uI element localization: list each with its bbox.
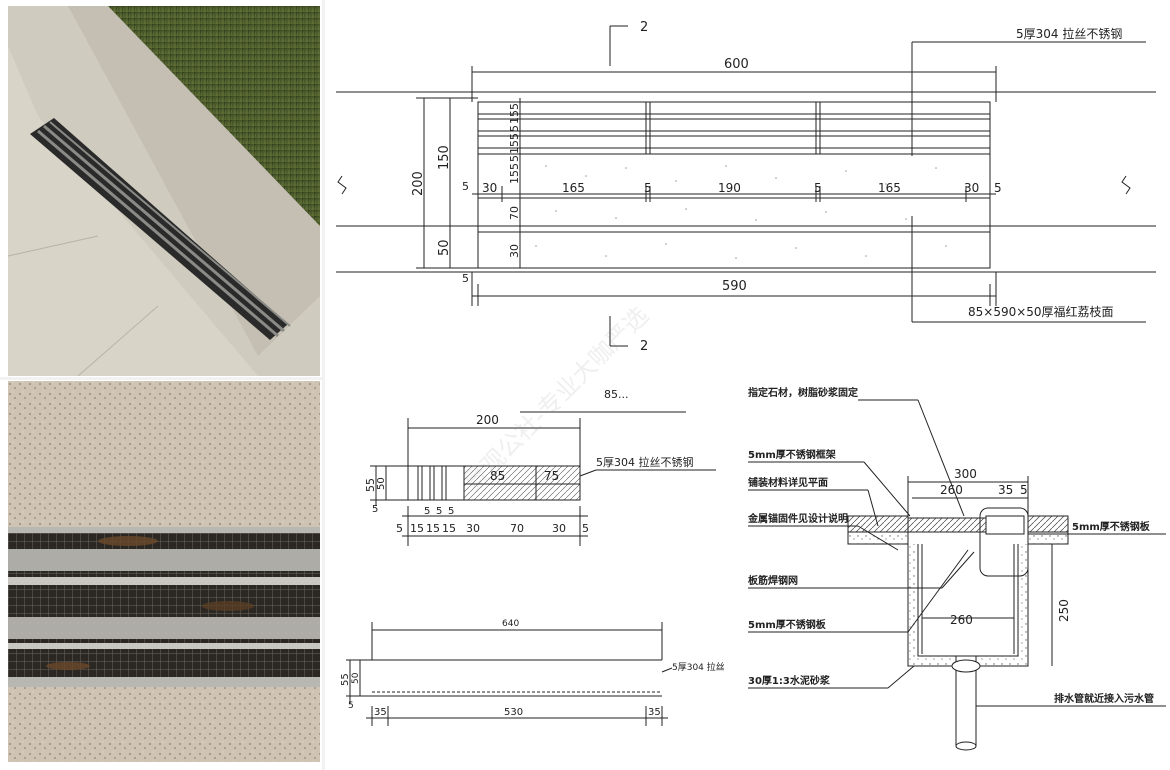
dim-200: 200: [411, 171, 426, 196]
svg-text:70: 70: [510, 522, 524, 535]
svg-text:5: 5: [814, 181, 822, 195]
section-mark-top: 2: [640, 20, 648, 35]
frame-section-svg: 640 5厚304 拉丝不锈钢 55 50 5 35 530 35: [340, 619, 724, 726]
svg-text:30: 30: [508, 244, 521, 258]
row-dims: 30 165 5 190 5 165 30 5: [482, 181, 1002, 195]
dim-200-section: 200: [476, 413, 499, 427]
svg-text:250: 250: [1057, 599, 1071, 622]
svg-text:30: 30: [964, 181, 979, 195]
dim-50-frame: 50: [351, 672, 361, 684]
dim-5-left-section: 5: [372, 504, 378, 515]
photo-drain-in-grass: [8, 6, 320, 376]
cover-top-row-dims: 5 5 5: [424, 506, 454, 517]
callout-stainless-section: 5厚304 拉丝不锈钢: [596, 455, 694, 469]
label-steel-plate-right: 5mm厚不锈钢板: [1072, 520, 1151, 533]
svg-text:5: 5: [396, 522, 403, 535]
dim-5-left: 5: [462, 180, 469, 193]
label-paving-material: 铺装材料详见平面: [748, 476, 828, 489]
dim-50-left: 50: [376, 477, 387, 490]
svg-text:5: 5: [508, 163, 521, 170]
svg-text:35: 35: [374, 707, 387, 718]
svg-text:15: 15: [410, 522, 424, 535]
label-drain-pipe: 排水管就近接入污水管: [1054, 692, 1154, 705]
dim-600: 600: [724, 57, 749, 72]
stack-dims: 5 15 5 5 15 5 5 15 70 30: [508, 103, 521, 258]
section-mark-bottom: 2: [640, 339, 648, 354]
svg-text:5: 5: [582, 522, 589, 535]
frame-section-drawing: 640 5厚304 拉丝不锈钢 55 50 5 35 530 35: [326, 568, 724, 764]
svg-text:5: 5: [508, 155, 521, 162]
dim-75: 75: [544, 469, 559, 483]
label-stone-fixed: 指定石材，树脂砂浆固定: [748, 386, 858, 399]
svg-text:15: 15: [442, 522, 456, 535]
photo-drain-in-grass-illustration: [8, 6, 320, 376]
svg-text:190: 190: [718, 181, 741, 195]
svg-text:5: 5: [508, 125, 521, 132]
svg-text:530: 530: [504, 707, 523, 718]
photo-grating-illustration: [8, 381, 320, 762]
svg-text:5: 5: [994, 181, 1002, 195]
svg-text:260: 260: [950, 613, 973, 627]
cover-bottom-row-dims: 5 15 15 15 30 70 30 5: [396, 522, 589, 535]
svg-text:165: 165: [562, 181, 585, 195]
svg-text:5: 5: [424, 506, 430, 517]
dim-150: 150: [437, 145, 452, 170]
svg-text:35: 35: [998, 483, 1013, 497]
svg-text:5: 5: [448, 506, 454, 517]
plan-drawing-svg: 2 2 5厚304 拉丝不锈钢 85×590×50厚福红荔枝面 600 590 …: [336, 20, 1156, 354]
svg-text:15: 15: [508, 170, 521, 184]
svg-text:15: 15: [508, 110, 521, 124]
dim-55-frame: 55: [340, 673, 351, 686]
cover-section-svg: 200 85... 5厚304 拉丝不锈钢 85 75 55 50 5 5 5 …: [364, 388, 716, 546]
cut-text: 85...: [604, 388, 629, 401]
dim-55-left: 55: [364, 478, 377, 492]
frame-bottom-row-dims: 35 530 35: [374, 707, 661, 718]
plan-drawing: 2 2 5厚304 拉丝不锈钢 85×590×50厚福红荔枝面 600 590 …: [326, 6, 1166, 362]
svg-text:5: 5: [1020, 483, 1028, 497]
dim-5-bottom: 5: [462, 272, 469, 285]
svg-text:15: 15: [426, 522, 440, 535]
dim-50: 50: [437, 239, 452, 256]
svg-text:15: 15: [508, 140, 521, 154]
dim-5-frame: 5: [348, 701, 354, 711]
svg-text:5: 5: [436, 506, 442, 517]
dim-590: 590: [722, 279, 747, 294]
channel-detail-svg: 指定石材，树脂砂浆固定 5mm厚不锈钢框架 铺装材料详见平面 金属锚固件见设计说…: [747, 386, 1166, 751]
label-cement-mortar: 30厚1:3水泥砂浆: [748, 674, 831, 687]
dim-85: 85: [490, 469, 505, 483]
callout-stone: 85×590×50厚福红荔枝面: [968, 304, 1114, 319]
label-steel-plate: 5mm厚不锈钢板: [748, 618, 827, 631]
svg-text:30: 30: [482, 181, 497, 195]
svg-text:35: 35: [648, 707, 661, 718]
detail-dims: 300 260 35 5 260 250: [940, 467, 1071, 627]
divider-horizontal: [0, 377, 322, 380]
label-steel-mesh: 板筋焊钢网: [748, 574, 798, 587]
callout-stainless: 5厚304 拉丝不锈钢: [1016, 26, 1122, 41]
channel-detail-drawing: 指定石材，树脂砂浆固定 5mm厚不锈钢框架 铺装材料详见平面 金属锚固件见设计说…: [728, 366, 1168, 764]
stone-hatch: [535, 165, 947, 259]
callout-stainless-frame: 5厚304 拉丝不锈钢: [672, 661, 724, 673]
svg-text:260: 260: [940, 483, 963, 497]
cover-section-drawing: 200 85... 5厚304 拉丝不锈钢 85 75 55 50 5 5 5 …: [326, 366, 724, 562]
photo-drain-grating-closeup: [8, 381, 320, 762]
svg-text:70: 70: [508, 206, 521, 220]
svg-text:165: 165: [878, 181, 901, 195]
svg-text:30: 30: [466, 522, 480, 535]
svg-text:30: 30: [552, 522, 566, 535]
dim-640: 640: [502, 619, 519, 629]
svg-text:5: 5: [508, 103, 521, 110]
svg-text:5: 5: [644, 181, 652, 195]
label-metal-anchor: 金属锚固件见设计说明: [747, 512, 848, 525]
svg-text:5: 5: [508, 133, 521, 140]
label-steel-frame: 5mm厚不锈钢框架: [748, 448, 836, 461]
divider-vertical: [322, 0, 325, 770]
svg-text:300: 300: [954, 467, 977, 481]
detail-labels: 指定石材，树脂砂浆固定 5mm厚不锈钢框架 铺装材料详见平面 金属锚固件见设计说…: [747, 386, 1154, 705]
